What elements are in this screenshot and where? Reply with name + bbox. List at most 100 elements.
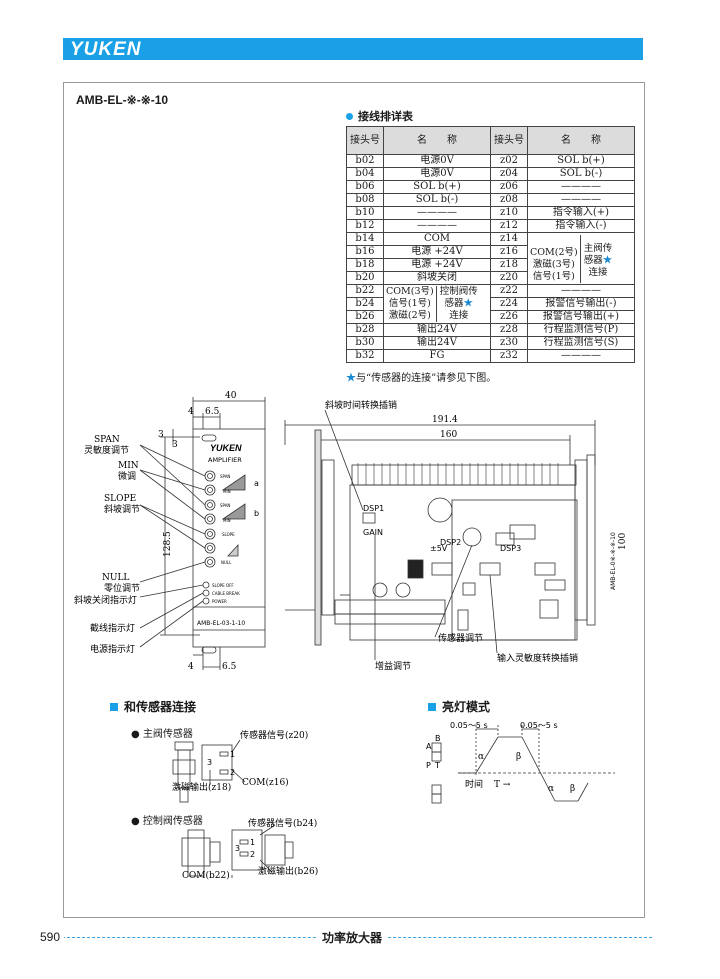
table-header-row: 接头号 名 称 接头号 名 称 [346, 126, 635, 155]
name-cell: SOL b(-) [383, 193, 491, 207]
main-signals: COM(2号)激磁(3号)信号(1号) [528, 234, 581, 283]
pin-cell: b02 [346, 154, 384, 168]
dim-6-5: 6.5 [205, 407, 220, 417]
header-bar [63, 38, 643, 60]
main-exc-label: 激磁输出(z18) [172, 781, 231, 793]
signal-line: 激磁(2号) [388, 310, 431, 321]
name-cell: ———— [383, 206, 491, 220]
name-cell: 指令输入(+) [527, 206, 635, 220]
pin-cell: b10 [346, 206, 384, 220]
bullet-icon [346, 113, 353, 120]
callout-break-led: 截线指示灯 [90, 622, 135, 634]
label-input-pin: 输入灵敏度转换插销 [497, 652, 578, 664]
v5-label: ±5V [430, 544, 448, 553]
label-gain: 增益调节 [375, 660, 411, 672]
wiring-footnote: ★与“传感器的连接”请参见下图。 [346, 373, 497, 384]
callout-span-cn: 灵敏度调节 [84, 444, 129, 456]
pin-cell: b26 [346, 310, 384, 324]
beta-label-1: β [516, 752, 521, 762]
main-sensor-group-cell: COM(2号)激磁(3号)信号(1号)主阀传感器★连接 [527, 232, 635, 285]
group-label-line: 感器★ [584, 255, 613, 267]
pin-cell: z10 [490, 206, 528, 220]
ctrl-com-label: COM(b22) [182, 870, 230, 881]
time-range-1: 0.05～5 s [450, 721, 488, 730]
pin-cell: b18 [346, 258, 384, 272]
panel-null-label: NULL [221, 560, 232, 565]
time-range-2: 0.05～5 s [520, 721, 558, 730]
dim-4b: 4 [188, 662, 194, 672]
pin-cell: z22 [490, 284, 528, 298]
pin3-label: 3 [207, 758, 212, 767]
ctrl-sensor-title: ● 控制阀传感器 [131, 816, 203, 827]
name-cell: SOL b(-) [527, 167, 635, 181]
main-sig-label: 传感器信号(z20) [240, 730, 308, 741]
name-cell: ———— [527, 349, 635, 363]
lamp-pattern-diagram: 0.05～5 s 0.05～5 s α β α β 时间 T → A B P T [426, 721, 615, 804]
dim-191-4: 191.4 [432, 415, 458, 425]
content-frame [63, 82, 645, 918]
pin-cell: z30 [490, 336, 528, 350]
pin-cell: b22 [346, 284, 384, 298]
pin1-label: 1 [230, 750, 235, 759]
ctrl-sensor-group-cell: COM(3号)信号(1号)激磁(2号)控制阀传感器★连接 [383, 284, 491, 324]
signal-line: 信号(1号) [532, 270, 575, 282]
port-b: B [435, 734, 441, 743]
name-cell: 输出24V [383, 336, 491, 350]
led-slope-off-label: SLOPE OFF [212, 583, 234, 588]
gain-label: GAIN [363, 528, 383, 537]
pin1-label: 1 [250, 838, 255, 847]
callout-slope-cn: 斜坡调节 [104, 503, 140, 515]
alpha-label-1: α [478, 752, 484, 762]
panel-model-plate: AMB-EL-03-1-10 [197, 620, 245, 627]
wiring-section-title: 接线排详表 [346, 108, 413, 124]
name-cell: 行程监测信号(P) [527, 323, 635, 337]
name-cell: 指令输入(-) [527, 219, 635, 233]
callout-ramp-led: 斜坡关闭指示灯 [74, 594, 137, 606]
dim-height: 128.5 [163, 531, 173, 557]
led-cable-break-label: CABLE BREAK [212, 591, 240, 596]
group-label-line: 控制阀传 [439, 286, 478, 297]
ctrl-exc-label: 激磁输出(b26) [258, 865, 318, 877]
pin-cell: z06 [490, 180, 528, 194]
panel-slope-label: SLOPE [222, 532, 235, 537]
group-label-line: 主阀传 [583, 242, 613, 254]
brand-logo: YUKEN [70, 39, 142, 60]
pin-cell: z24 [490, 297, 528, 311]
label-ramp-pin: 斜坡时间转换插销 [325, 399, 397, 411]
name-cell: 电源 +24V [383, 245, 491, 259]
col-pin-header: 接头号 [490, 126, 528, 155]
dsp1-label: DSP1 [363, 504, 384, 513]
callout-min-cn: 微调 [118, 470, 136, 482]
dim-6-5b: 6.5 [222, 662, 237, 672]
name-cell: 电源 +24V [383, 258, 491, 272]
name-cell: 报警信号输出(-) [527, 297, 635, 311]
name-cell: ———— [383, 219, 491, 233]
pin2-label: 2 [250, 850, 255, 859]
beta-label-2: β [570, 784, 575, 794]
pin-cell: z20 [490, 271, 528, 285]
sensor-section-title: 和传感器连接 [110, 698, 196, 715]
dsp2-label: DSP2 [440, 538, 461, 547]
main-sensor-title: ● 主阀传感器 [131, 729, 193, 740]
pin-cell: b28 [346, 323, 384, 337]
dim-100: 100 [618, 533, 628, 550]
panel-logo: YUKEN [210, 443, 242, 453]
name-cell: 电源0V [383, 154, 491, 168]
lamp-section-title: 亮灯模式 [428, 698, 490, 715]
pin-cell: b14 [346, 232, 384, 246]
main-com-label: COM(z16) [242, 777, 289, 788]
panel-min-label: MIN [223, 489, 231, 494]
signal-line: COM(3号) [386, 286, 434, 297]
